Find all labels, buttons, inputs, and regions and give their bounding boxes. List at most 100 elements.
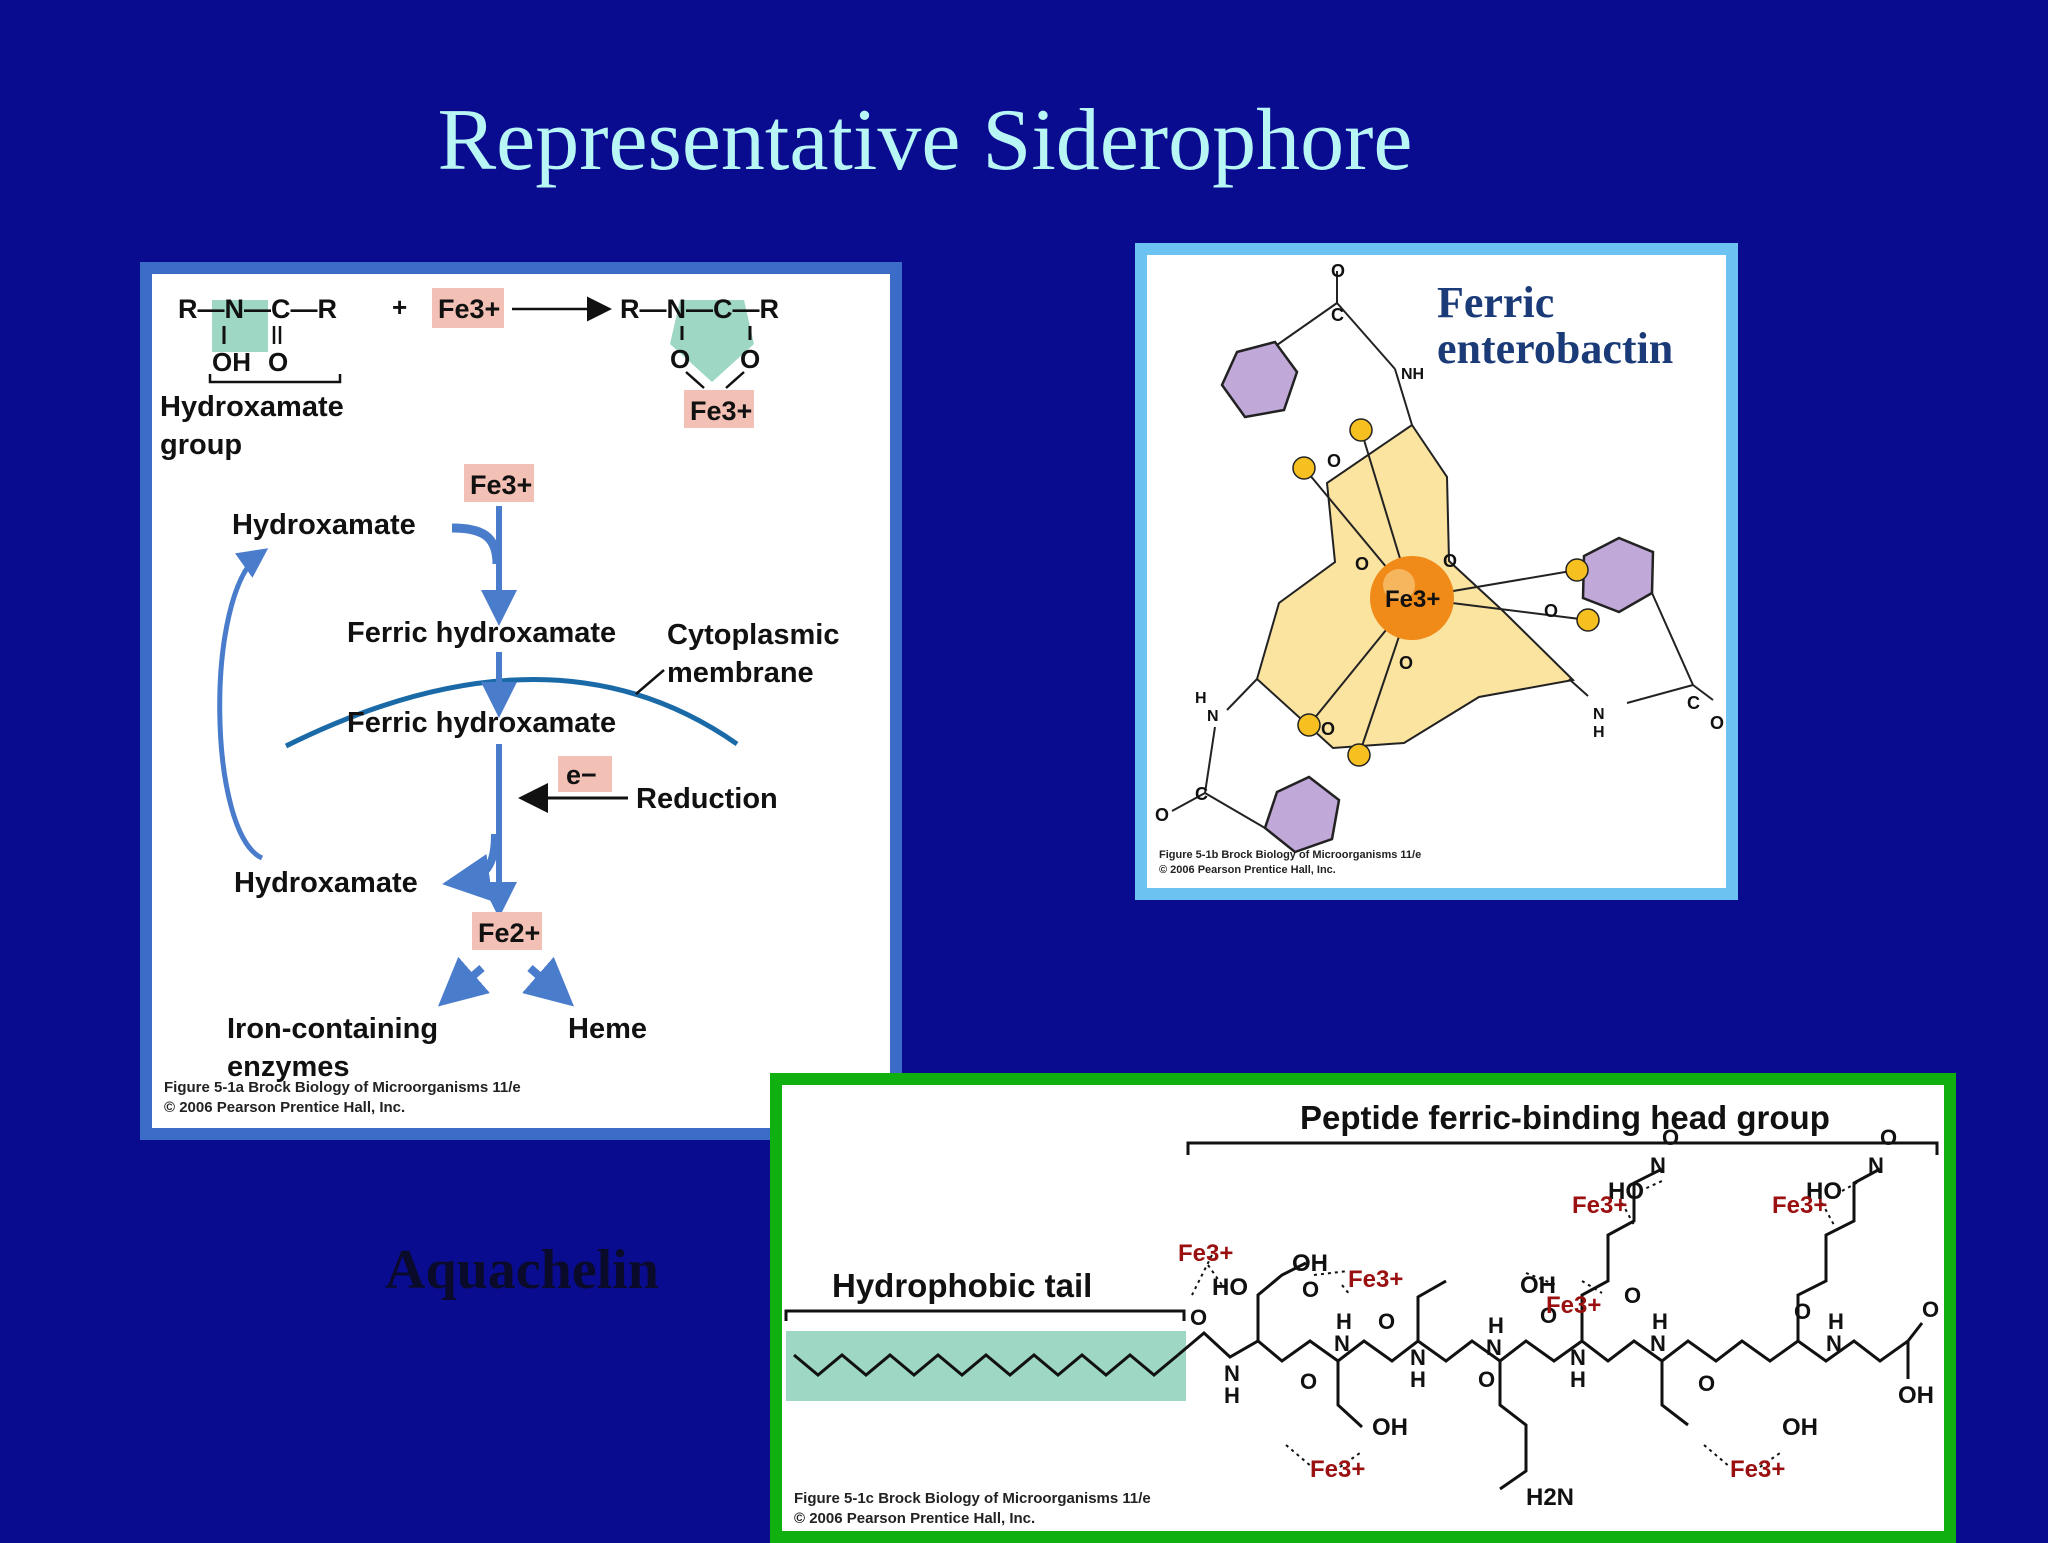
aquachelin-structure: Peptide ferric-binding head group Hydrop… <box>784 1099 1939 1511</box>
tail-bracket <box>784 1309 1186 1321</box>
fe3-1: Fe3+ <box>1178 1240 1233 1267</box>
hydrophobic-tail <box>793 1353 1179 1377</box>
fe3-label: Fe3+ <box>1385 586 1440 613</box>
svg-text:N: N <box>1224 1361 1240 1386</box>
o-label-left: O <box>670 344 690 374</box>
svg-text:O: O <box>1190 1305 1207 1330</box>
h2n-label: H2N <box>1526 1484 1574 1511</box>
svg-text:H: H <box>1593 724 1605 741</box>
figure-hydroxamate-cycle: R—N—C—R OH O + Fe3+ R—N—C—R O O Fe3+ Hyd… <box>140 262 902 1140</box>
fe3-chelated-label: Fe3+ <box>690 396 752 426</box>
fe3-label-cycle: Fe3+ <box>470 470 532 500</box>
oh-2: OH <box>1372 1414 1408 1441</box>
svg-text:C: C <box>1195 784 1208 804</box>
svg-text:O: O <box>1794 1299 1811 1324</box>
hydroxamate-cycle-diagram: R—N—C—R OH O + Fe3+ R—N—C—R O O Fe3+ Hyd… <box>160 288 839 1083</box>
svg-text:N: N <box>1650 1331 1666 1356</box>
svg-text:O: O <box>1331 261 1345 281</box>
electron-box <box>558 756 612 792</box>
figure-ferric-enterobactin: Fe3+ O C NH O O O O O O C O N H H N C O … <box>1135 243 1738 900</box>
oh-3: OH <box>1520 1272 1556 1299</box>
oh-label: OH <box>212 347 251 377</box>
svg-text:O: O <box>1321 719 1335 739</box>
catechol-ring-left <box>1220 340 1299 419</box>
svg-text:N: N <box>1486 1335 1502 1360</box>
fe3-label: Fe3+ <box>438 294 500 324</box>
ho-3: HO <box>1806 1178 1842 1205</box>
tail-label: Hydrophobic tail <box>832 1267 1092 1304</box>
hydrophobic-tail-shading <box>786 1331 1186 1401</box>
recycle-arrow <box>217 548 269 861</box>
svg-text:O: O <box>1624 1283 1641 1308</box>
svg-text:O: O <box>1478 1367 1495 1392</box>
plus-sign: + <box>392 292 407 322</box>
svg-text:H: H <box>1224 1383 1240 1408</box>
svg-text:O: O <box>1355 554 1369 574</box>
svg-text:O: O <box>1300 1369 1317 1394</box>
aquachelin-label: Aquachelin <box>385 1239 659 1301</box>
svg-text:N: N <box>1868 1153 1884 1178</box>
svg-text:O: O <box>1155 805 1169 825</box>
svg-text:C: C <box>1331 305 1344 325</box>
oh-5: OH <box>1898 1382 1934 1409</box>
fe3-chelated-box <box>684 390 754 428</box>
svg-text:H: H <box>1336 1309 1352 1334</box>
svg-text:N: N <box>1593 706 1605 723</box>
nh-label: NH <box>1401 366 1424 383</box>
fe2-label: Fe2+ <box>478 918 540 948</box>
enterobactin-structure: Fe3+ O C NH O O O O O O C O N H H N C O … <box>1155 261 1724 854</box>
oh-4: OH <box>1782 1414 1818 1441</box>
svg-text:O: O <box>1710 713 1724 733</box>
reaction-right: R—N—C—R <box>620 294 779 324</box>
svg-text:O: O <box>1399 653 1413 673</box>
fe3-3: Fe3+ <box>1310 1456 1365 1483</box>
hydroxamate-shading <box>212 300 268 352</box>
svg-text:O: O <box>1443 551 1457 571</box>
svg-text:H: H <box>1488 1313 1504 1338</box>
iron-enzymes-label-1: Iron-containing <box>227 1013 438 1045</box>
hydroxamate-group-label-2: group <box>160 429 242 461</box>
svg-text:O: O <box>1698 1371 1715 1396</box>
catechol-ring-bottom <box>1263 775 1341 854</box>
svg-text:H: H <box>1828 1309 1844 1334</box>
svg-text:O: O <box>1922 1297 1939 1322</box>
svg-text:O: O <box>1378 1309 1395 1334</box>
svg-text:O: O <box>1544 601 1558 621</box>
svg-text:H: H <box>1570 1367 1586 1392</box>
ho-1: HO <box>1212 1274 1248 1301</box>
fe3-5: Fe3+ <box>1572 1192 1627 1219</box>
fe3-6: Fe3+ <box>1772 1192 1827 1219</box>
oh-1: OH <box>1292 1250 1328 1277</box>
fe3-box-cycle <box>464 464 534 502</box>
figure-aquachelin: Peptide ferric-binding head group Hydrop… <box>770 1073 1956 1543</box>
svg-text:H: H <box>1195 690 1207 707</box>
ferric-hydroxamate-outside: Ferric hydroxamate <box>347 617 616 649</box>
peptide-backbone <box>1177 1330 1909 1363</box>
membrane-label-1: Cytoplasmic <box>667 619 839 651</box>
svg-text:O: O <box>1880 1125 1897 1150</box>
svg-text:C: C <box>1687 693 1700 713</box>
svg-text:O: O <box>1662 1125 1679 1150</box>
svg-text:N: N <box>1650 1153 1666 1178</box>
hydroxamate-label-top: Hydroxamate <box>232 509 416 541</box>
enterobactin-label-1: Ferric <box>1437 278 1554 327</box>
o-label-right: O <box>740 344 760 374</box>
cytoplasmic-membrane <box>284 677 739 749</box>
fe2-box <box>472 912 542 950</box>
ho-2: HO <box>1608 1178 1644 1205</box>
figure-caption-b: Figure 5-1b Brock Biology of Microorgani… <box>1159 849 1422 877</box>
hydroxamate-label-bottom: Hydroxamate <box>234 867 418 899</box>
o-label: O <box>268 347 288 377</box>
chelate-ring <box>670 300 754 382</box>
iron-enzymes-label-2: enzymes <box>227 1051 350 1083</box>
head-group-bracket <box>1186 1141 1939 1155</box>
fe3-2: Fe3+ <box>1348 1266 1403 1293</box>
svg-text:N: N <box>1570 1345 1586 1370</box>
membrane-label-2: membrane <box>667 657 814 689</box>
slide-title: Representative Siderophore <box>437 92 1413 189</box>
svg-text:O: O <box>1327 451 1341 471</box>
hydroxamate-bracket <box>208 374 342 384</box>
electron-label: e− <box>566 760 597 790</box>
svg-text:N: N <box>1334 1331 1350 1356</box>
heme-label: Heme <box>568 1013 647 1045</box>
